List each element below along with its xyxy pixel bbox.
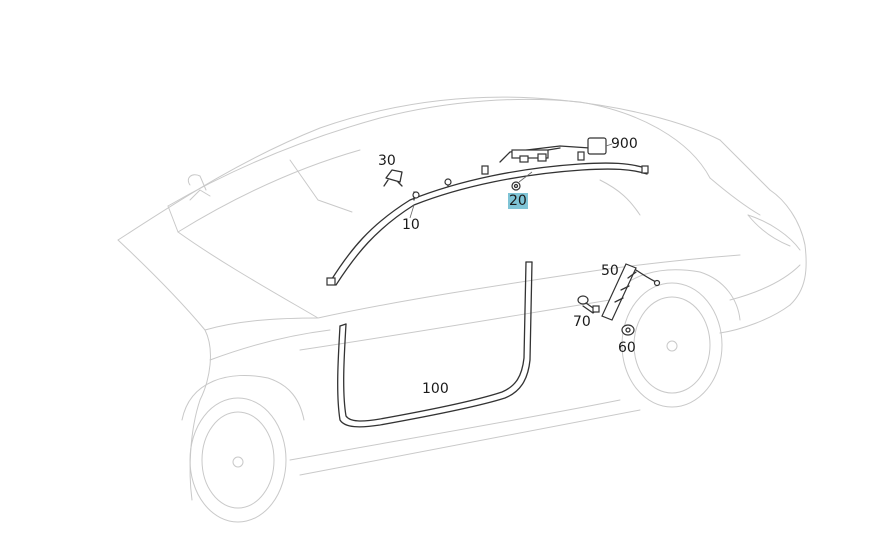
curtain-airbag-part (326, 151, 649, 286)
sensor-unit-part (601, 263, 661, 321)
callout-30[interactable]: 30 (378, 153, 396, 169)
callout-60[interactable]: 60 (618, 340, 636, 356)
screw-part-20 (511, 171, 533, 191)
door-seal-part (337, 261, 533, 428)
bolt-part-70 (577, 295, 600, 314)
leader-10 (409, 204, 415, 219)
clip-part-30 (383, 169, 420, 199)
car-body-outline (117, 96, 807, 523)
callout-20[interactable]: 20 (508, 193, 528, 209)
callout-50[interactable]: 50 (601, 263, 619, 279)
callout-100[interactable]: 100 (422, 381, 449, 397)
gas-generator-part (499, 137, 613, 163)
callout-10[interactable]: 10 (402, 217, 420, 233)
callout-70[interactable]: 70 (573, 314, 591, 330)
callout-900[interactable]: 900 (611, 136, 638, 152)
nut-part-60 (621, 324, 635, 336)
